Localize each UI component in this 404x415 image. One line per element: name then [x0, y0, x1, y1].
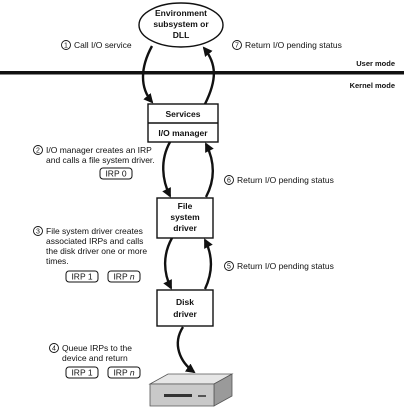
step-4-irp-1-box — [65, 366, 99, 379]
step-4-number-badge — [49, 343, 59, 353]
step-4-irp-1-label: IRP 1 — [71, 368, 92, 378]
step-5-annotation: 5 Return I/O pending status — [224, 261, 334, 271]
step-3-irp-n-label: IRP n — [113, 272, 134, 282]
step-2-annotation: 2 I/O manager creates an IRP and calls a… — [33, 145, 155, 180]
disk-drive-icon — [148, 373, 234, 407]
step-3-irp-1-box — [65, 270, 99, 283]
services-label: Services — [166, 109, 201, 119]
step-3-text-line-3: the disk driver one or more — [46, 246, 147, 256]
step-3-number: 3 — [36, 229, 40, 236]
step-7-annotation: 7 Return I/O pending status — [232, 40, 342, 50]
environment-label-line-3: DLL — [173, 30, 190, 40]
step-1-annotation: 1 Call I/O service — [61, 40, 132, 50]
step-5-number-badge — [224, 261, 234, 271]
step-3-irp-1-label: IRP 1 — [71, 272, 92, 282]
file-system-driver-label-line-1: File — [178, 201, 193, 211]
step-1-number: 1 — [64, 43, 68, 50]
step-7-number-badge — [232, 40, 242, 50]
arrow-call-file-system-driver — [162, 141, 172, 198]
step-6-text-line-1: Return I/O pending status — [237, 175, 334, 185]
user-kernel-boundary-line — [0, 71, 404, 75]
step-6-number-badge — [224, 175, 234, 185]
arrow-return-pending-7 — [202, 46, 216, 105]
step-3-annotation: 3 File system driver creates associated … — [33, 226, 147, 283]
environment-label-line-1: Environment — [155, 8, 207, 18]
kernel-mode-label: Kernel mode — [350, 81, 395, 90]
disk-driver-label-line-1: Disk — [176, 297, 194, 307]
file-system-driver-node — [156, 197, 214, 239]
step-4-irp-n-label: IRP n — [113, 368, 134, 378]
arrow-return-pending-6 — [204, 142, 214, 198]
environment-label-line-2: subsystem or — [153, 19, 209, 29]
step-4-irp-n-box — [107, 366, 141, 379]
step-1-number-badge — [61, 40, 71, 50]
arrow-return-pending-5 — [203, 238, 213, 290]
step-7-number: 7 — [235, 43, 239, 50]
step-3-text-line-4: times. — [46, 256, 69, 266]
environment-subsystem-node — [138, 2, 224, 48]
step-3-number-badge — [33, 226, 43, 236]
step-3-irp-n-box — [107, 270, 141, 283]
step-4-annotation: 4 Queue IRPs to the device and return IR… — [49, 343, 141, 379]
step-5-text-line-1: Return I/O pending status — [237, 261, 334, 271]
user-mode-label: User mode — [356, 59, 395, 68]
step-1-text-line-1: Call I/O service — [74, 40, 132, 50]
arrow-call-io-service — [141, 45, 154, 104]
step-4-number: 4 — [52, 346, 56, 353]
step-2-number: 2 — [36, 148, 40, 155]
step-2-text-line-1: I/O manager creates an IRP — [46, 145, 152, 155]
file-system-driver-label-line-2: system — [170, 212, 200, 222]
step-3-text-line-2: associated IRPs and calls — [46, 236, 143, 246]
io-manager-label: I/O manager — [158, 128, 208, 138]
step-4-text-line-1: Queue IRPs to the — [62, 343, 132, 353]
arrow-queue-to-device — [176, 326, 196, 374]
step-6-annotation: 6 Return I/O pending status — [224, 175, 334, 185]
irp-0-box — [99, 167, 133, 180]
arrow-call-disk-driver — [163, 237, 174, 290]
step-6-number: 6 — [227, 178, 231, 185]
step-2-text-line-2: and calls a file system driver. — [46, 155, 155, 165]
disk-driver-label-line-2: driver — [173, 309, 197, 319]
disk-driver-node — [156, 289, 214, 327]
irp-0-label: IRP 0 — [105, 169, 126, 179]
step-5-number: 5 — [227, 264, 231, 271]
step-7-text-line-1: Return I/O pending status — [245, 40, 342, 50]
file-system-driver-label-line-3: driver — [173, 223, 197, 233]
step-4-text-line-2: device and return — [62, 353, 128, 363]
step-2-number-badge — [33, 145, 43, 155]
step-3-text-line-1: File system driver creates — [46, 226, 143, 236]
